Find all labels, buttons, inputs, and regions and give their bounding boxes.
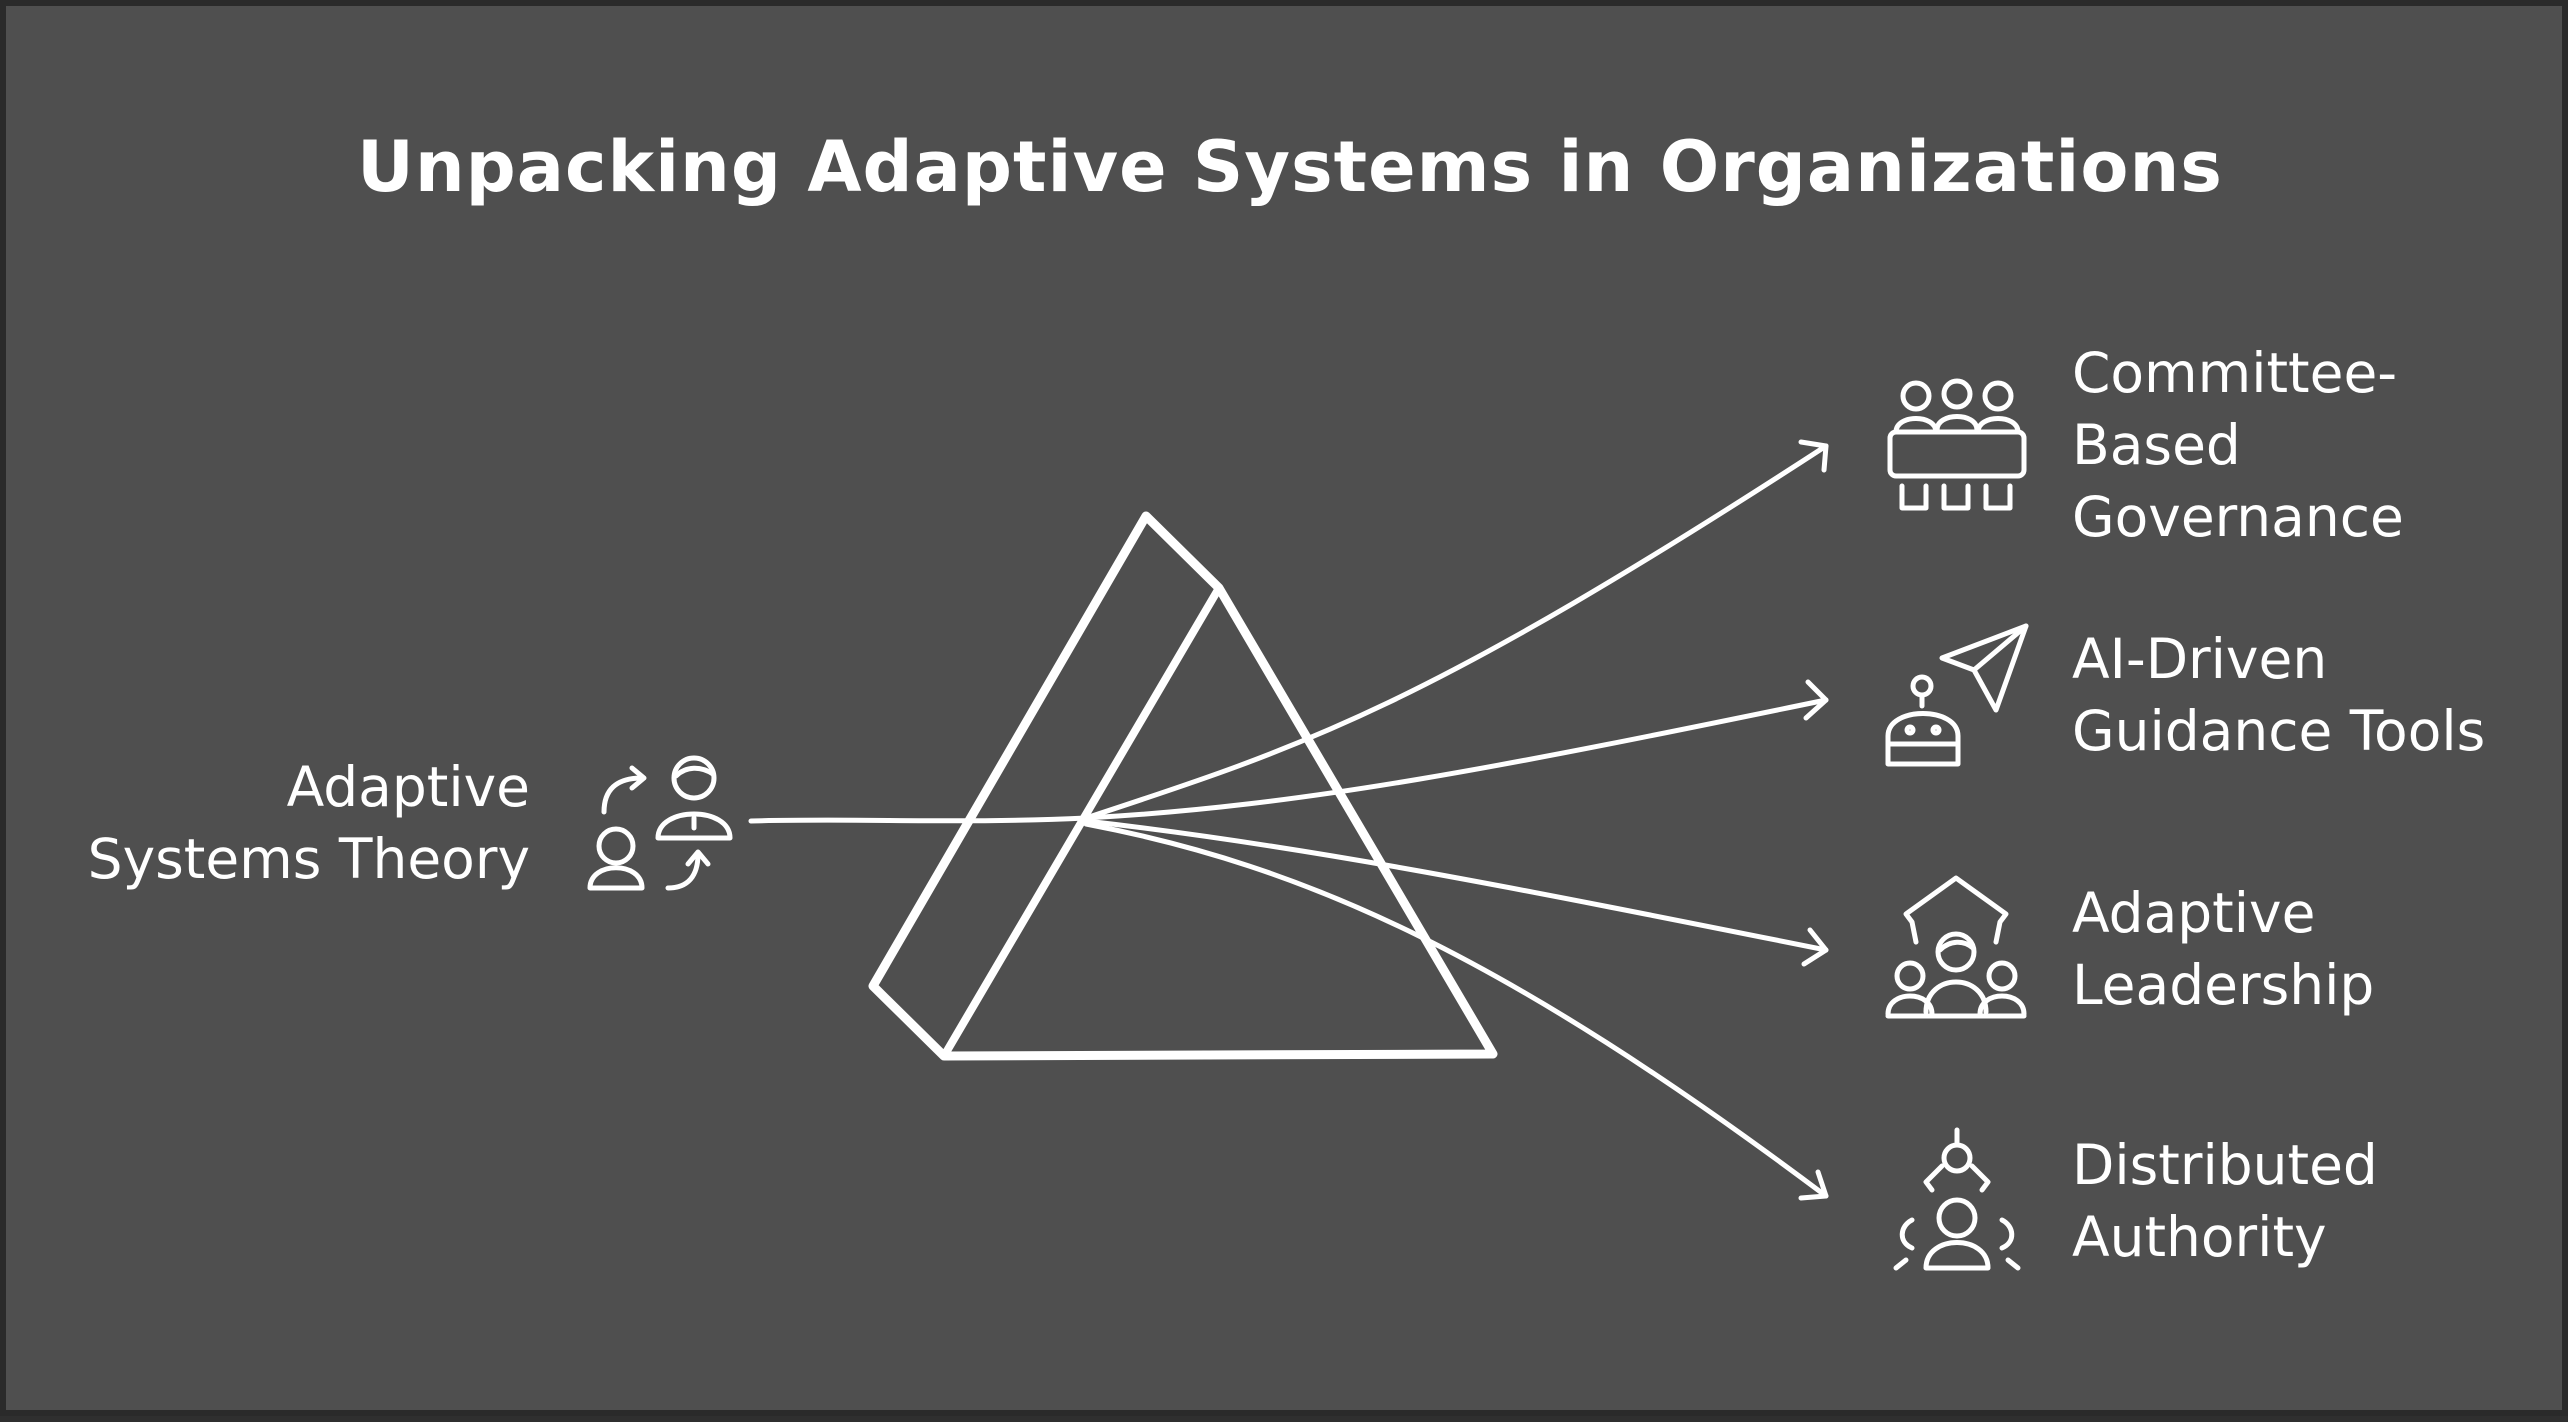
arrowhead-leadership xyxy=(1801,927,1829,967)
arrowhead-committee xyxy=(1798,439,1829,473)
arrowhead-distributed-authority xyxy=(1798,1169,1829,1201)
output-label-line: Adaptive xyxy=(2072,881,2316,945)
output-label-line: Leadership xyxy=(2072,953,2375,1017)
output-label-line: Based xyxy=(2072,413,2241,477)
source-label-adaptive-systems-theory: Adaptive Systems Theory xyxy=(88,751,530,895)
prism-shape xyxy=(868,511,1498,1061)
output-label-ai-guidance-tools: AI-Driven Guidance Tools xyxy=(2072,623,2485,767)
output-label-distributed-authority: Distributed Authority xyxy=(2072,1129,2378,1273)
people-exchange-icon xyxy=(587,755,733,891)
output-label-committee-governance: Committee- Based Governance xyxy=(2072,337,2404,553)
beam-to-committee xyxy=(1083,443,1829,821)
output-label-line: AI-Driven xyxy=(2072,627,2328,691)
beam-to-ai-guidance xyxy=(1083,697,1829,821)
output-label-line: Committee- xyxy=(2072,341,2398,405)
beam-to-distributed-authority xyxy=(1083,821,1829,1199)
output-label-adaptive-leadership: Adaptive Leadership xyxy=(2072,877,2374,1021)
page-title: Unpacking Adaptive Systems in Organizati… xyxy=(357,126,2223,208)
committee-table-icon xyxy=(1887,378,2027,511)
source-label-line: Systems Theory xyxy=(87,827,530,891)
incoming-beam xyxy=(748,815,1089,824)
arrowhead-ai-guidance xyxy=(1803,679,1829,721)
source-label-line: Adaptive xyxy=(286,755,530,819)
leader-up-arrow-icon xyxy=(1885,875,2027,1019)
output-label-line: Governance xyxy=(2072,485,2404,549)
prism-diagram xyxy=(587,378,2029,1271)
beam-to-leadership xyxy=(1083,818,1829,953)
output-label-line: Guidance Tools xyxy=(2072,699,2486,763)
output-label-line: Distributed xyxy=(2072,1133,2378,1197)
robot-paper-plane-icon xyxy=(1885,623,2029,767)
distributed-network-icon xyxy=(1893,1127,2021,1271)
output-label-line: Authority xyxy=(2072,1205,2327,1269)
